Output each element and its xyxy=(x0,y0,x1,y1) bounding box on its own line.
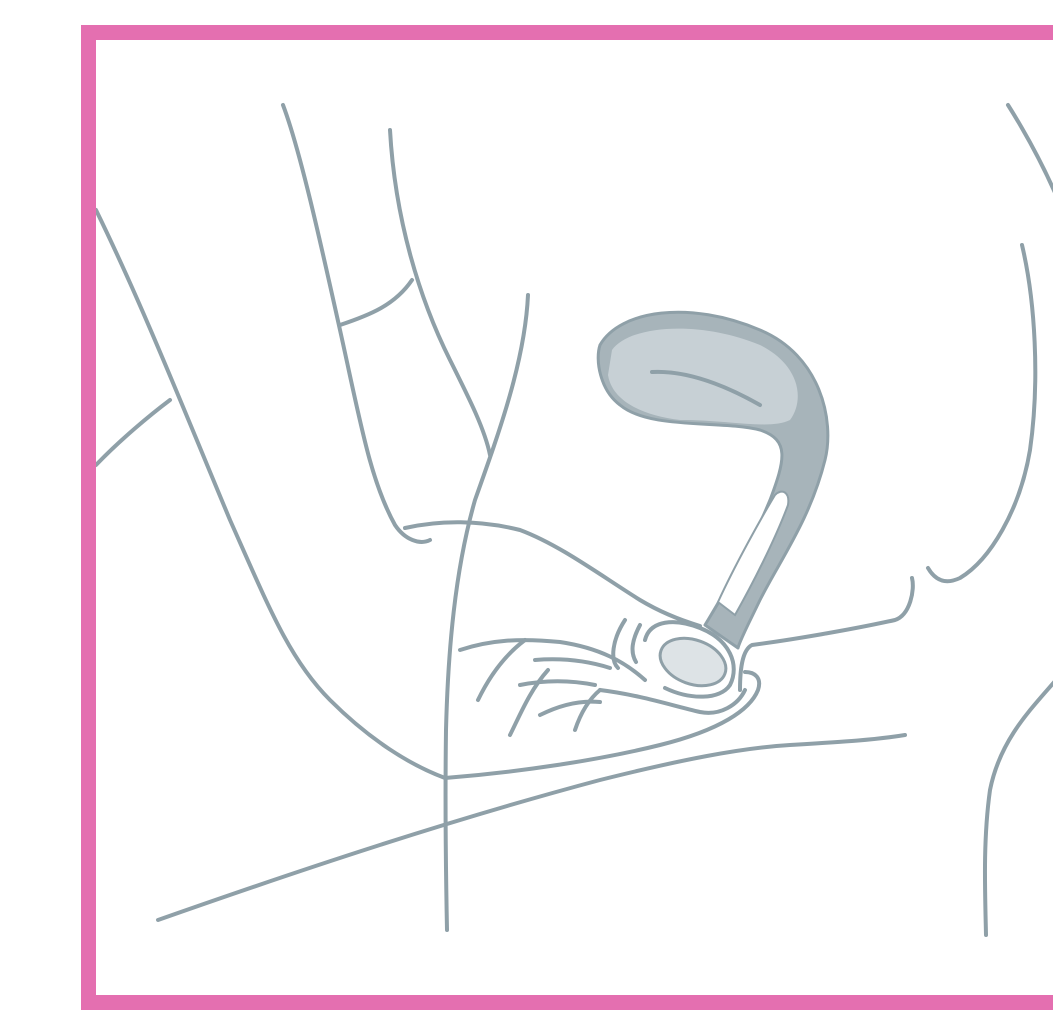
right-thigh-lower xyxy=(985,680,1053,935)
finger-fold-5 xyxy=(535,659,610,668)
finger-fold-1 xyxy=(478,640,525,700)
finger-fold-3 xyxy=(540,702,600,715)
left-knee-line xyxy=(96,400,170,465)
index-finger-outline xyxy=(405,522,700,626)
hand-back-outline xyxy=(283,105,430,542)
long-vertical-line xyxy=(446,295,528,930)
left-thigh-outline xyxy=(96,210,445,778)
finger-knuckle-2 xyxy=(633,625,640,662)
buttock-curve xyxy=(928,245,1035,581)
finger-fold-2 xyxy=(510,670,548,735)
lower-body-curve xyxy=(445,672,759,778)
right-thigh-top xyxy=(1008,105,1053,195)
forearm-outline xyxy=(390,130,490,455)
wrist-crease xyxy=(340,280,412,325)
finger-fold-6 xyxy=(575,690,600,730)
finger-fold-4 xyxy=(520,681,595,685)
vulva-curve xyxy=(740,578,913,690)
bottom-diagonal-line xyxy=(158,735,905,920)
